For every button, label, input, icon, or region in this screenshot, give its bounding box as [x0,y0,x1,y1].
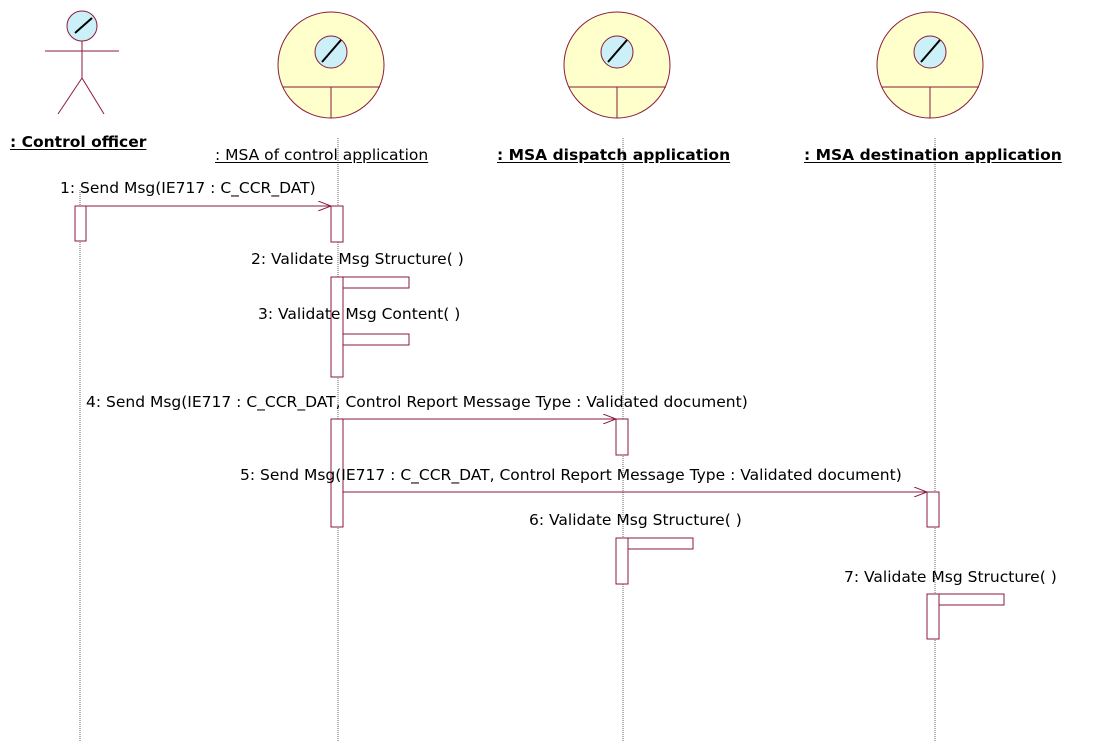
message-arrow-6 [628,537,694,550]
participant-label-msa-destination: : MSA destination application [804,146,1062,164]
message-arrow-2 [343,276,410,289]
control-object-icon-msa-destination [876,11,984,119]
activation-bar [926,593,940,640]
participant-label-msa-dispatch: : MSA dispatch application [497,146,731,164]
message-label-4: 4: Send Msg(IE717 : C_CCR_DAT, Control R… [86,393,748,411]
message-label-3: 3: Validate Msg Content( ) [258,305,461,323]
activation-bar [615,537,629,585]
message-arrow-3 [343,333,410,346]
message-label-5: 5: Send Msg(IE717 : C_CCR_DAT, Control R… [240,466,902,484]
activation-bars [74,205,940,640]
actor-icon [45,10,119,115]
participant-label-msa-control: : MSA of control application [215,146,429,164]
message-arrow-7 [939,593,1005,606]
activation-bar [330,276,344,378]
control-object-icon-msa-control [277,11,385,119]
message-label-1: 1: Send Msg(IE717 : C_CCR_DAT) [60,179,316,197]
participant-label-control-officer: : Control officer [10,133,147,151]
message-label-7: 7: Validate Msg Structure( ) [844,568,1057,586]
message-label-6: 6: Validate Msg Structure( ) [529,511,742,529]
activation-bar [615,418,629,456]
activation-bar [926,491,940,528]
activation-bar [74,205,87,242]
control-object-icon-msa-dispatch [563,11,671,119]
activation-bar [330,205,344,243]
message-label-2: 2: Validate Msg Structure( ) [251,250,464,268]
activation-bar [330,418,344,528]
